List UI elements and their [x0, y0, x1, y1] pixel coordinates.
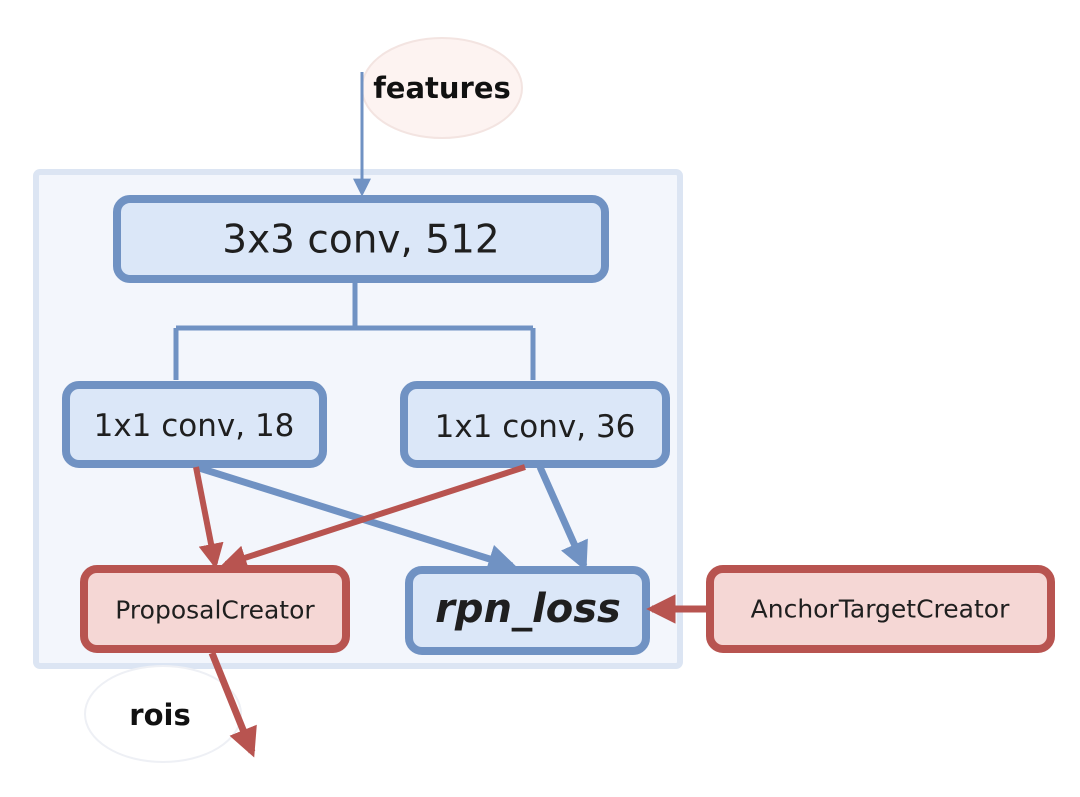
- conv3x3-node: [113, 195, 609, 283]
- conv3x3-label: 3x3 conv, 512: [222, 218, 499, 263]
- conv18-to-loss-arrow: [194, 463, 518, 573]
- rpn-loss-label: rpn_loss: [435, 586, 621, 632]
- anchor-target-creator-label: AnchorTargetCreator: [751, 595, 1010, 624]
- features-label: features: [373, 71, 511, 105]
- conv18-to-proposal-arrow: [193, 466, 224, 569]
- branch-connector: [173, 283, 536, 380]
- conv36-to-proposal-arrow: [221, 464, 526, 570]
- conv36-to-loss-arrow: [536, 465, 588, 572]
- conv1x1-18-node: [62, 381, 327, 468]
- proposal-creator-label: ProposalCreator: [115, 596, 315, 625]
- proposal-creator-node: [80, 565, 350, 653]
- rpn-container: [33, 169, 683, 669]
- conv1x1-36-label: 1x1 conv, 36: [435, 409, 636, 445]
- conv1x1-18-label: 1x1 conv, 18: [94, 408, 295, 444]
- proposal-to-rois-arrow: [208, 651, 257, 758]
- conv1x1-36-node: [400, 381, 670, 468]
- rois-ellipse: [84, 665, 242, 763]
- rpn-loss-node: [405, 566, 650, 655]
- rois-label: rois: [129, 698, 190, 732]
- anchor-target-creator-node: [706, 565, 1055, 653]
